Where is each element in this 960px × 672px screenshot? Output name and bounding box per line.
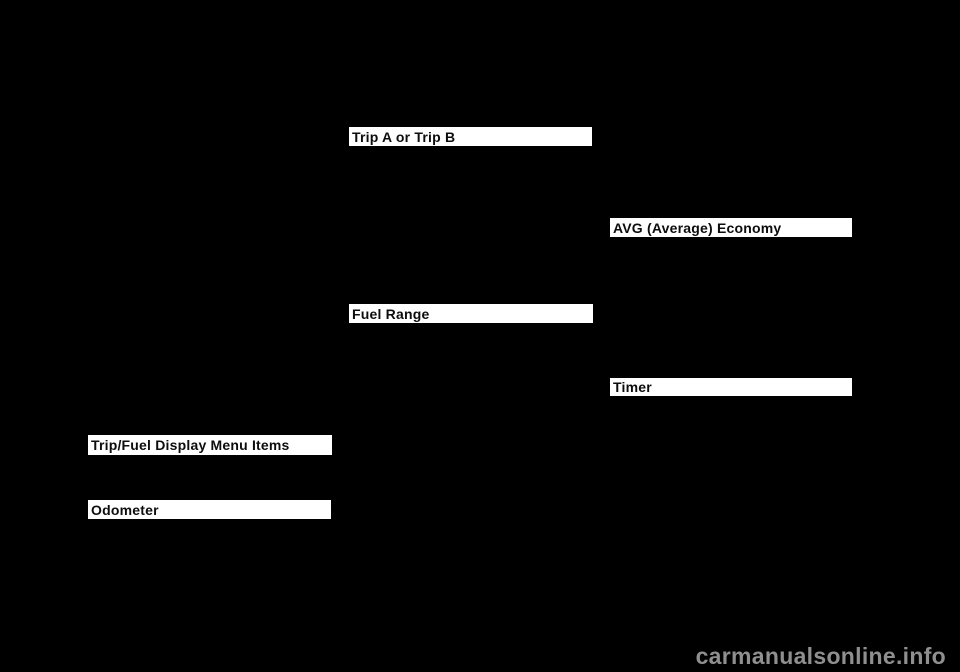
section-heading-label: Trip A or Trip B (352, 128, 456, 145)
section-heading-trip-fuel-display-menu-items: Trip/Fuel Display Menu Items (88, 435, 332, 455)
section-heading-label: Fuel Range (352, 305, 430, 322)
section-heading-avg-economy: AVG (Average) Economy (610, 218, 852, 237)
section-heading-trip-a-or-trip-b: Trip A or Trip B (349, 127, 592, 146)
section-heading-timer: Timer (610, 378, 852, 396)
section-heading-label: Trip/Fuel Display Menu Items (91, 437, 290, 453)
watermark: carmanualsonline.info (695, 643, 946, 669)
section-heading-odometer: Odometer (88, 500, 331, 519)
section-heading-label: Odometer (91, 501, 159, 518)
section-heading-label: AVG (Average) Economy (613, 219, 782, 236)
section-heading-fuel-range: Fuel Range (349, 304, 593, 323)
section-heading-label: Timer (613, 379, 652, 395)
